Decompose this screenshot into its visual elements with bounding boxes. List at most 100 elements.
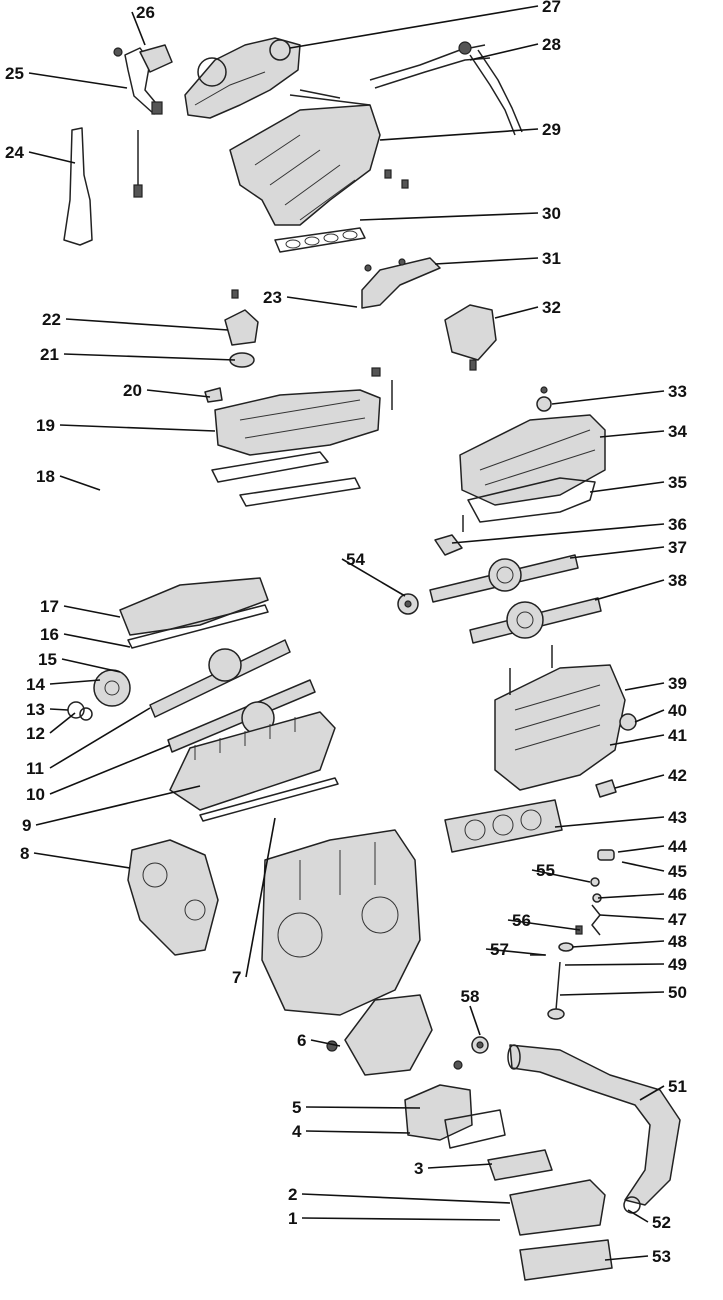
callout-24: 24 (5, 143, 76, 164)
leader-line-48 (571, 940, 665, 948)
part-number-52: 52 (652, 1213, 671, 1232)
leader-line-41 (609, 734, 665, 746)
callout-32: 32 (494, 298, 561, 319)
callout-40: 40 (634, 701, 687, 723)
part-number-53: 53 (652, 1247, 671, 1266)
part-number-55: 55 (536, 861, 555, 880)
callout-41: 41 (609, 726, 687, 746)
leader-line-30 (359, 212, 539, 221)
callout-35: 35 (589, 473, 687, 493)
leader-line-1 (301, 1217, 501, 1221)
callout-22: 22 (42, 310, 229, 331)
callout-54: 54 (341, 550, 406, 597)
leader-line-36 (451, 523, 665, 544)
part-53-heat-shield (519, 1239, 613, 1281)
part-number-27: 27 (542, 0, 561, 16)
part-25-26-bracket (113, 44, 173, 115)
part-number-9: 9 (22, 816, 31, 835)
callout-25: 25 (5, 64, 128, 89)
part-number-10: 10 (26, 785, 45, 804)
part-number-34: 34 (668, 422, 687, 441)
leader-line-19 (59, 424, 216, 432)
callout-21: 21 (40, 345, 236, 364)
part-number-25: 25 (5, 64, 24, 83)
leader-line-38 (594, 579, 665, 601)
callout-15: 15 (38, 650, 121, 673)
part-number-48: 48 (668, 932, 687, 951)
leader-line-34 (599, 430, 665, 438)
callout-50: 50 (559, 983, 687, 1002)
part-number-29: 29 (542, 120, 561, 139)
leader-line-31 (434, 257, 539, 265)
part-5-4-pump (404, 1060, 506, 1149)
leader-line-20 (146, 389, 211, 398)
part-42-sensor (595, 779, 617, 798)
callout-52: 52 (627, 1209, 671, 1232)
leader-line-2 (301, 1193, 511, 1204)
part-number-22: 22 (42, 310, 61, 329)
callout-4: 4 (292, 1122, 411, 1141)
callout-48: 48 (571, 932, 687, 951)
part-valve-train (530, 849, 615, 1020)
leader-line-57 (485, 948, 546, 956)
callout-46: 46 (597, 885, 687, 904)
callout-6: 6 (297, 1031, 341, 1050)
callout-26: 26 (131, 3, 155, 46)
callout-1: 1 (288, 1209, 501, 1228)
leader-line-15 (61, 658, 121, 673)
part-number-3: 3 (414, 1159, 423, 1178)
part-number-32: 32 (542, 298, 561, 317)
leader-line-39 (624, 682, 665, 691)
leader-line-3 (427, 1163, 493, 1169)
part-number-8: 8 (20, 844, 29, 863)
part-number-31: 31 (542, 249, 561, 268)
part-number-46: 46 (668, 885, 687, 904)
part-number-30: 30 (542, 204, 561, 223)
leader-line-17 (63, 605, 121, 618)
part-number-20: 20 (123, 381, 142, 400)
callout-55: 55 (531, 861, 591, 883)
leader-line-40 (634, 709, 665, 723)
part-number-37: 37 (668, 538, 687, 557)
part-number-45: 45 (668, 862, 687, 881)
part-28-wiring-harness (369, 41, 523, 136)
part-38-camshaft (469, 597, 602, 644)
leader-line-4 (305, 1130, 411, 1134)
leader-line-42 (614, 774, 665, 789)
callout-10: 10 (26, 744, 171, 804)
callout-23: 23 (263, 288, 358, 308)
part-34-valve-cover (459, 414, 606, 506)
callout-45: 45 (621, 861, 687, 881)
callout-14: 14 (26, 675, 101, 694)
callout-58: 58 (461, 987, 481, 1036)
callout-53: 53 (604, 1247, 671, 1266)
part-43-head-gasket (444, 799, 563, 853)
part-29-intake-manifold (229, 89, 409, 226)
leader-line-28 (469, 43, 539, 61)
part-number-39: 39 (668, 674, 687, 693)
leader-line-56 (507, 919, 581, 931)
part-number-1: 1 (288, 1209, 297, 1228)
callout-51: 51 (639, 1077, 687, 1101)
part-number-18: 18 (36, 467, 55, 486)
part-11-camshaft (149, 639, 291, 718)
part-24-bracket (63, 127, 143, 246)
part-number-44: 44 (668, 837, 687, 856)
part-9-cylinder-head (169, 711, 336, 811)
leader-line-26 (131, 11, 146, 46)
part-2-exhaust-manifold (509, 1179, 606, 1236)
callout-18: 18 (36, 467, 101, 491)
part-16-gasket-left (127, 604, 269, 649)
leader-line-5 (305, 1106, 421, 1109)
leader-line-50 (559, 991, 665, 996)
part-19-plenum (214, 367, 393, 456)
leader-line-12 (49, 712, 76, 734)
callout-56: 56 (507, 911, 581, 931)
part-number-21: 21 (40, 345, 59, 364)
part-number-51: 51 (668, 1077, 687, 1096)
callout-30: 30 (359, 204, 561, 223)
callout-12: 12 (26, 712, 76, 743)
callout-19: 19 (36, 416, 216, 435)
leader-line-10 (49, 744, 171, 795)
leader-line-24 (28, 151, 76, 164)
